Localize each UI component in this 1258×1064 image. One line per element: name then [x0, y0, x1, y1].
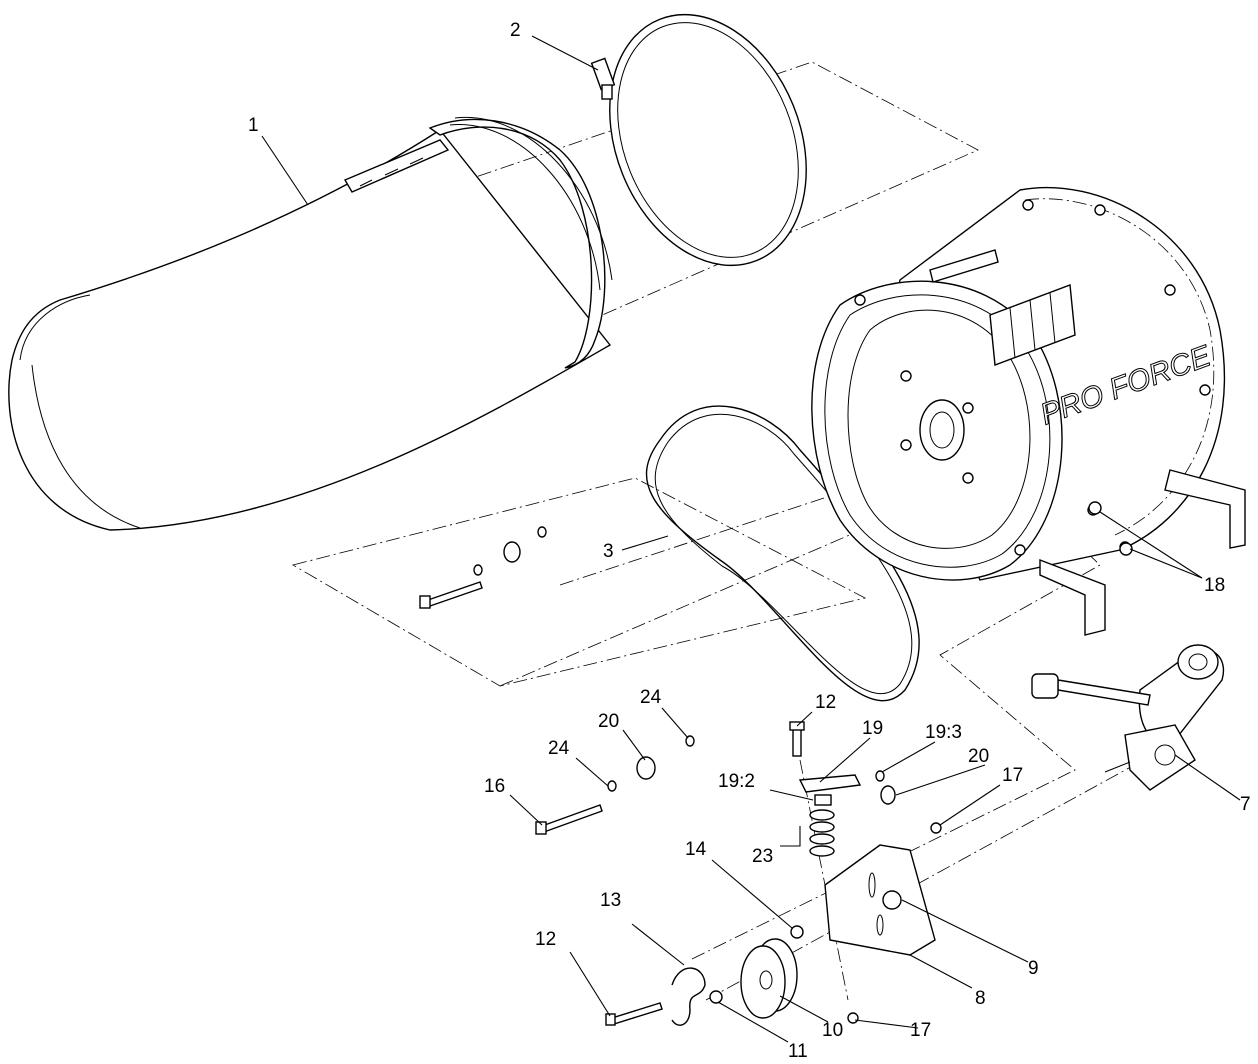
- drive-belt: [645, 405, 920, 702]
- callout-23: 23: [752, 846, 773, 867]
- callout-11: 11: [788, 1041, 808, 1062]
- leader-lines: [261, 35, 1241, 1043]
- callout-labels: 1 2 3 7 8 9 10 11 12 12 13 14 16 17 17 1…: [248, 20, 1251, 1062]
- callout-12-upper: 12: [815, 692, 836, 713]
- callout-7: 7: [1240, 794, 1251, 815]
- callout-2: 2: [510, 20, 521, 41]
- pulley: [740, 938, 798, 1019]
- mounting-bracket: [824, 844, 936, 956]
- callout-9: 9: [1028, 958, 1039, 979]
- callout-19-3: 19:3: [925, 722, 962, 743]
- callout-1: 1: [248, 115, 259, 136]
- blower-housing: PRO FORCE: [811, 186, 1246, 636]
- callout-19: 19: [862, 718, 883, 739]
- callout-24-left: 24: [548, 738, 570, 759]
- callout-18: 18: [1204, 575, 1225, 596]
- callout-13: 13: [600, 890, 621, 911]
- discharge-tube: [8, 116, 613, 531]
- callout-12-lower: 12: [535, 929, 556, 950]
- callout-24-right: 24: [640, 687, 662, 708]
- callout-14: 14: [685, 839, 707, 860]
- callout-16: 16: [484, 776, 505, 797]
- callout-8: 8: [975, 988, 986, 1009]
- callout-19-2: 19:2: [718, 771, 755, 792]
- clamp-band: [590, 13, 807, 267]
- spring: [809, 809, 835, 857]
- callout-3: 3: [603, 541, 614, 562]
- callout-20-right: 20: [968, 746, 989, 767]
- callout-17-lower: 17: [910, 1020, 931, 1041]
- callout-20-left: 20: [598, 711, 619, 732]
- callout-10: 10: [822, 1020, 843, 1041]
- callout-17-upper: 17: [1002, 765, 1023, 786]
- warning-decals: [929, 249, 1076, 366]
- actuator-motor: [1031, 644, 1225, 791]
- hardware-fasteners: [419, 501, 1133, 1026]
